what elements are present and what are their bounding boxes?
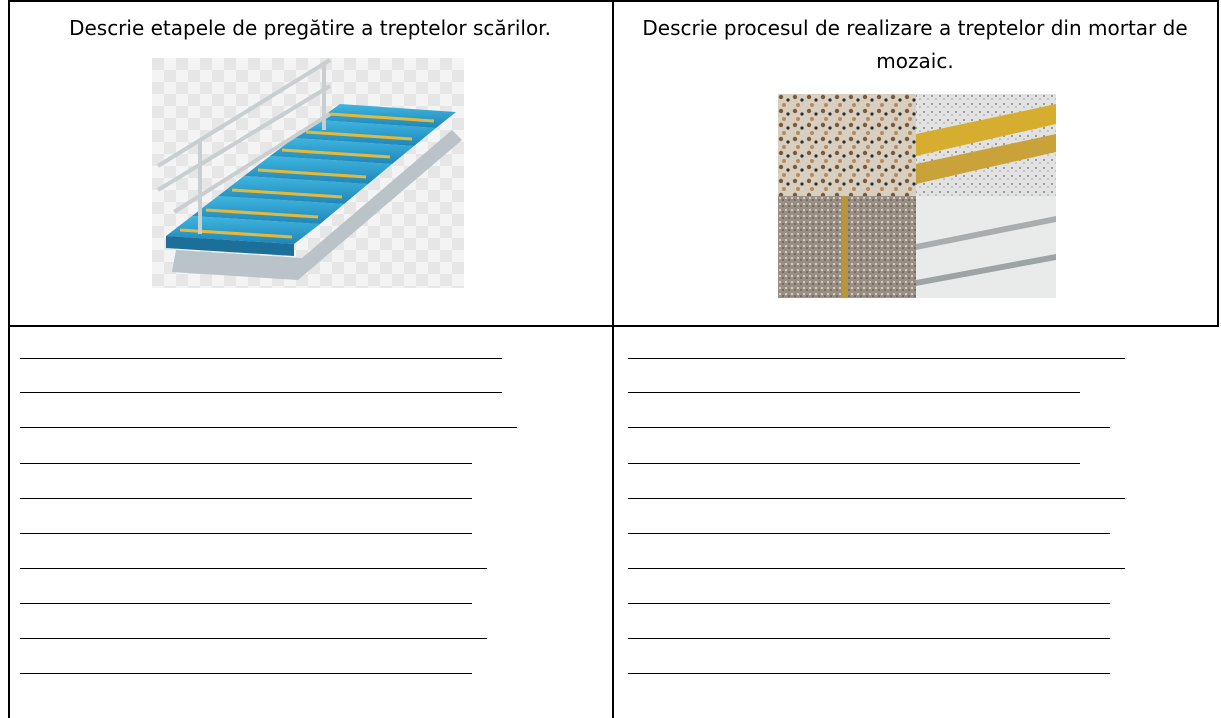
- left-prompt: Descrie etapele de pregătire a treptelor…: [69, 16, 551, 40]
- right-prompt: Descrie procesul de realizare a treptelo…: [642, 16, 1188, 73]
- answer-line[interactable]: [20, 603, 472, 604]
- answer-line[interactable]: [20, 673, 472, 674]
- answer-line[interactable]: [628, 533, 1110, 534]
- answer-line[interactable]: [628, 392, 1080, 393]
- answer-line[interactable]: [628, 463, 1080, 464]
- answer-line[interactable]: [20, 358, 502, 359]
- answer-line[interactable]: [20, 533, 472, 534]
- answer-line[interactable]: [20, 392, 502, 393]
- table-border-left: [8, 0, 10, 718]
- answer-line[interactable]: [628, 358, 1125, 359]
- answer-line[interactable]: [628, 568, 1125, 569]
- answer-line[interactable]: [628, 498, 1125, 499]
- staircase-image: [152, 58, 464, 288]
- answer-line[interactable]: [20, 427, 517, 428]
- terrazzo-collage-image: [778, 94, 1056, 298]
- answer-line[interactable]: [20, 498, 472, 499]
- table-row-divider: [8, 325, 1219, 327]
- answer-line[interactable]: [628, 427, 1110, 428]
- answer-line[interactable]: [20, 638, 487, 639]
- answer-line[interactable]: [628, 638, 1110, 639]
- answer-line[interactable]: [20, 463, 472, 464]
- table-border-middle: [612, 0, 614, 718]
- answer-line[interactable]: [628, 603, 1110, 604]
- table-border-right: [1217, 0, 1219, 326]
- table-border-top: [8, 0, 1219, 2]
- answer-line[interactable]: [20, 568, 487, 569]
- answer-line[interactable]: [628, 673, 1110, 674]
